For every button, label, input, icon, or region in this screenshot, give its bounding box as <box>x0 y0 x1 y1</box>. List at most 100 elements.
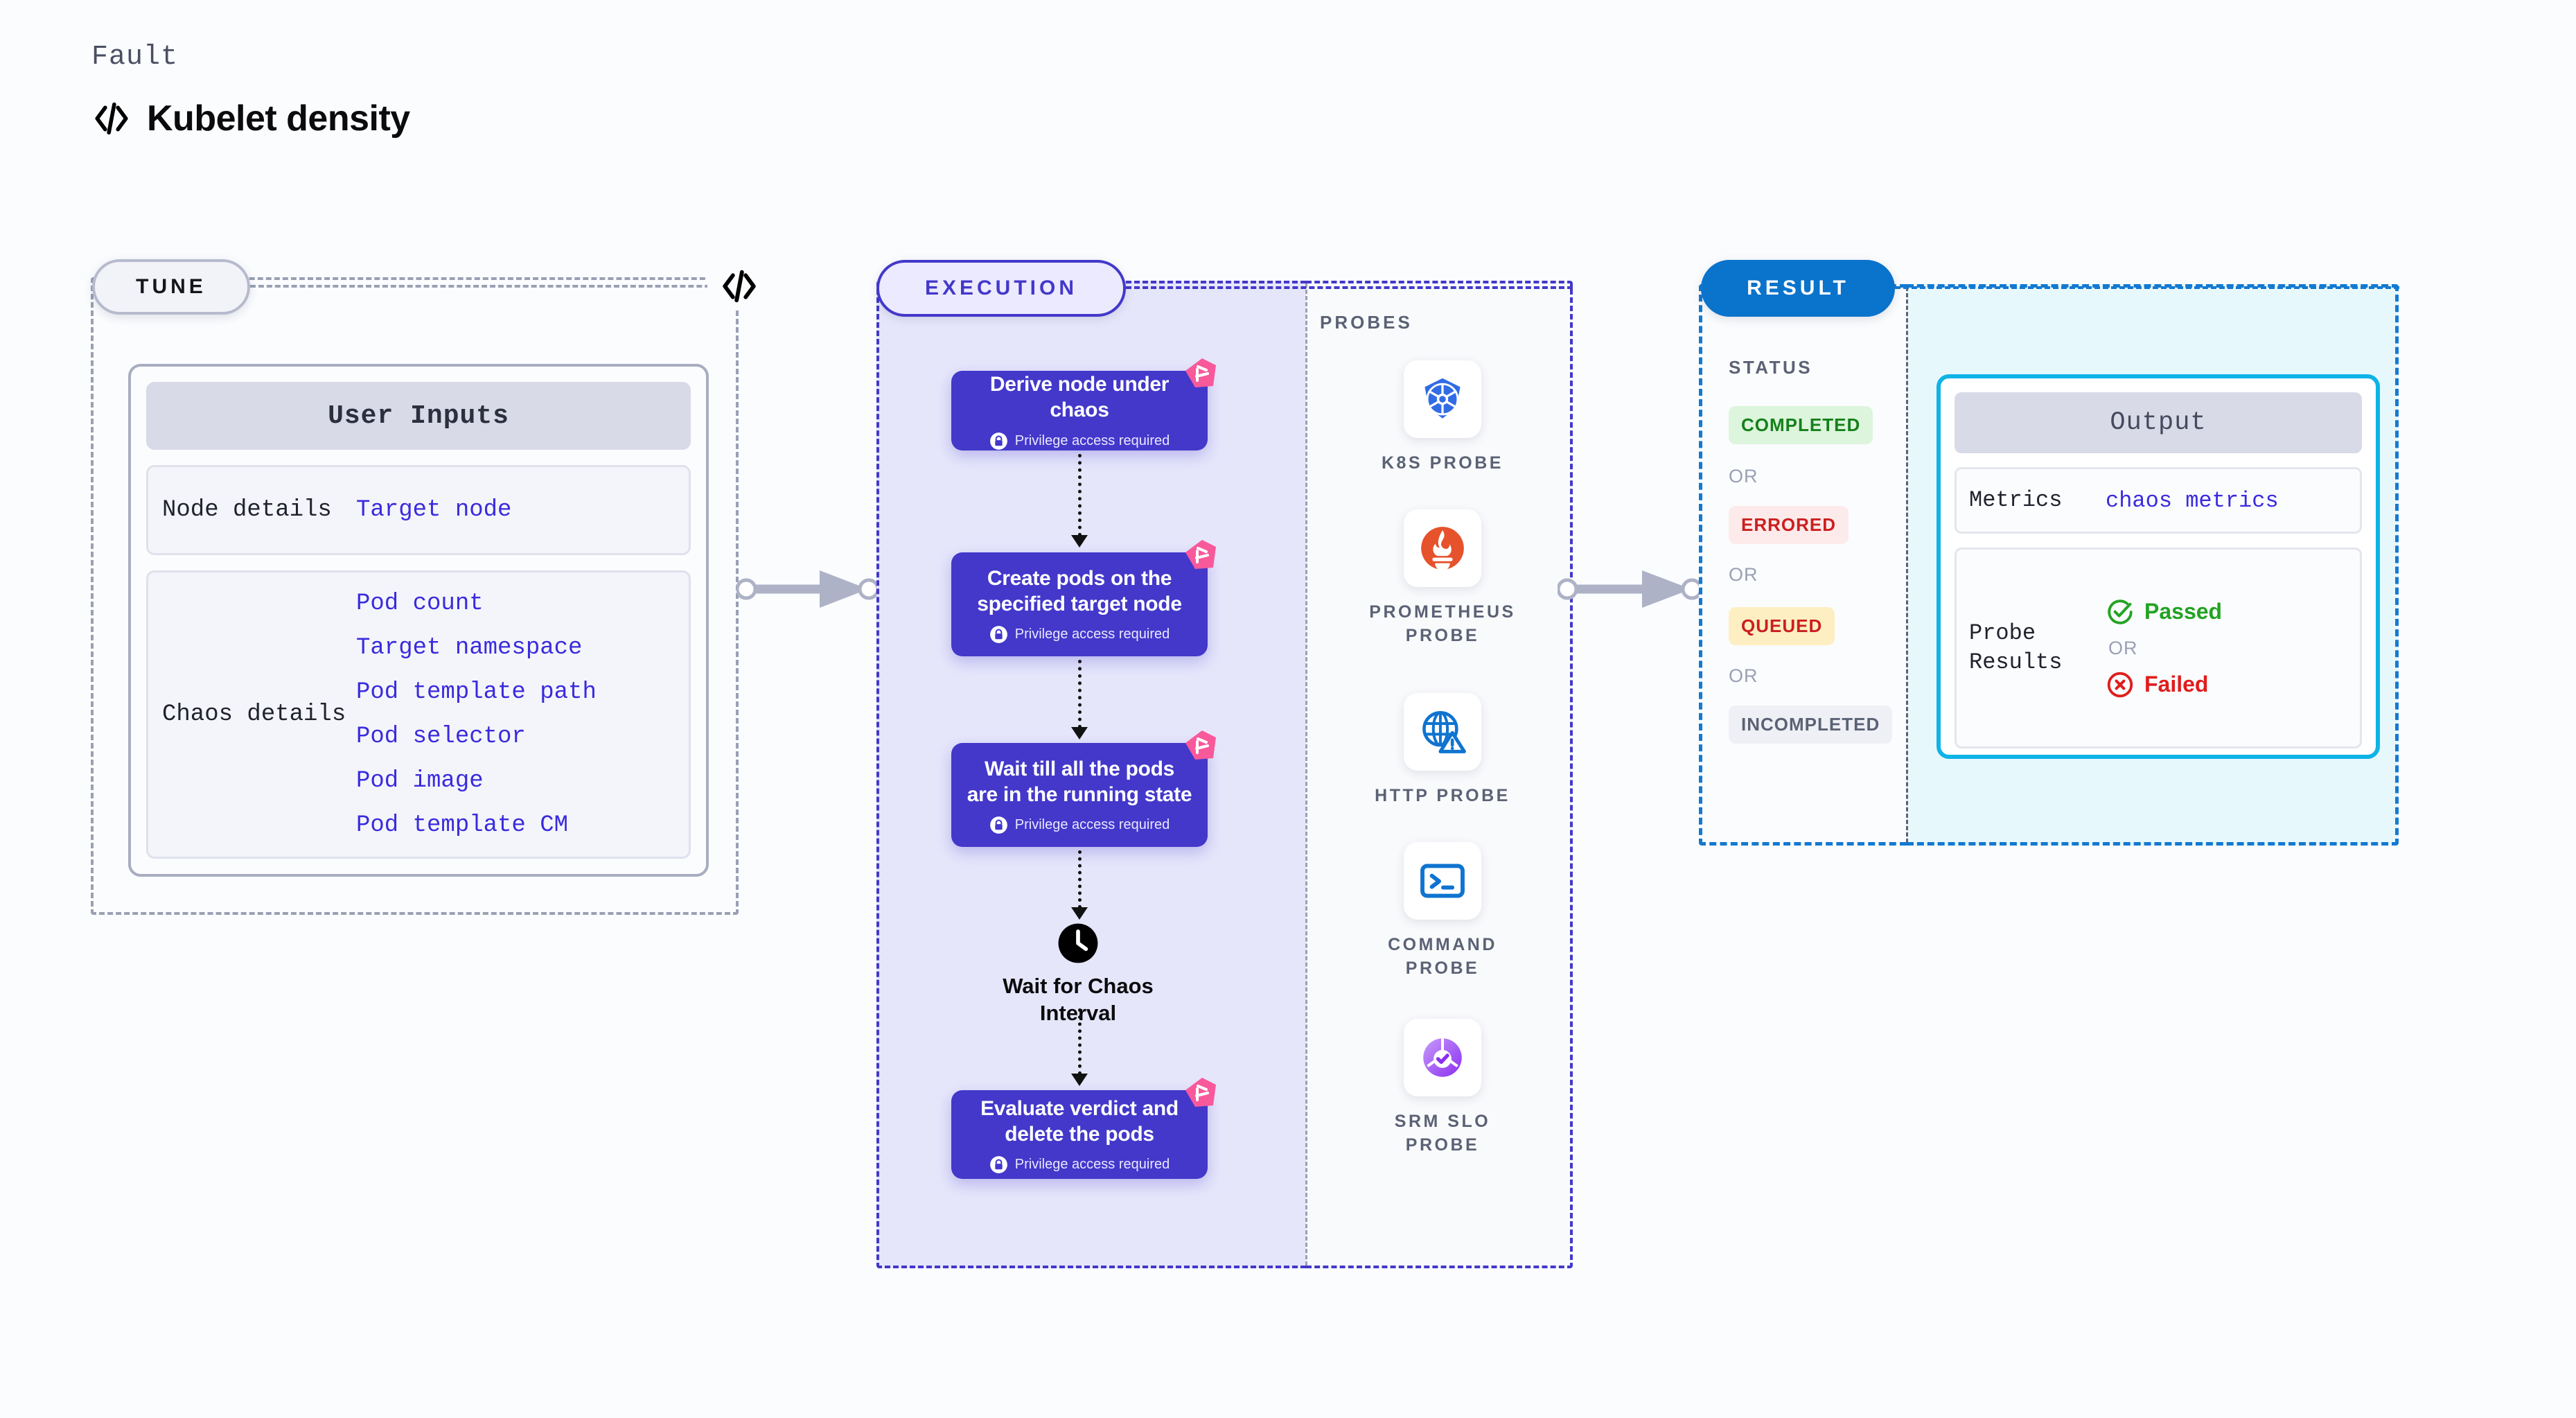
globe-warning-icon <box>1422 710 1466 753</box>
privilege-text: Privilege access required <box>1014 432 1170 448</box>
node-details-label: Node details <box>162 497 332 523</box>
input-value[interactable]: Target node <box>356 497 512 523</box>
status-badge: QUEUED <box>1729 607 1835 645</box>
tune-border-code-icon <box>707 262 771 310</box>
probes-divider <box>1305 283 1307 1266</box>
step-arrow <box>1071 850 1088 920</box>
execution-pill[interactable]: EXECUTION <box>876 260 1126 317</box>
failed-label: Failed <box>2144 672 2209 697</box>
step-privilege-note: Privilege access required <box>989 625 1170 644</box>
result-pill[interactable]: RESULT <box>1701 260 1895 317</box>
input-value[interactable]: Pod image <box>356 768 484 794</box>
probe-results-label: Probe Results <box>1969 620 2063 675</box>
step-title: Create pods on the specified target node <box>977 566 1182 615</box>
lock-icon <box>989 626 1007 644</box>
probe-verdicts: Passed OR Failed <box>2106 597 2222 699</box>
execution-step[interactable]: Evaluate verdict and delete the pods Pri… <box>951 1078 1216 1179</box>
result-region <box>1699 284 1907 846</box>
tune-pill[interactable]: TUNE <box>92 259 250 315</box>
user-inputs-header: User Inputs <box>146 382 691 450</box>
probe-item[interactable]: HTTP PROBE <box>1359 693 1526 808</box>
user-inputs-card: User Inputs Node details Target node Cha… <box>128 364 709 877</box>
step-privilege-note: Privilege access required <box>989 432 1170 450</box>
chaos-flag-icon <box>1185 1078 1216 1107</box>
fault-kicker: Fault <box>91 42 179 73</box>
input-value[interactable]: Target namespace <box>356 635 583 661</box>
terminal-icon <box>1420 864 1465 898</box>
chaos-flag-icon <box>1185 358 1216 387</box>
tune-leader-line <box>250 285 735 288</box>
probe-icon-box <box>1404 360 1481 438</box>
or-separator: OR <box>1729 564 1758 585</box>
node-details-values: Target node <box>356 497 689 523</box>
status-title: STATUS <box>1729 357 1813 378</box>
result-divider <box>1906 287 1908 843</box>
privilege-text: Privilege access required <box>1014 627 1170 642</box>
or-separator: OR <box>1729 665 1758 686</box>
probe-item[interactable]: PROMETHEUS PROBE <box>1359 509 1526 648</box>
input-value[interactable]: Pod count <box>356 590 484 617</box>
metrics-value[interactable]: chaos metrics <box>2106 487 2279 514</box>
verdict-passed: Passed <box>2106 597 2222 627</box>
input-value[interactable]: Pod template path <box>356 679 597 706</box>
status-badge: COMPLETED <box>1729 406 1873 444</box>
input-value[interactable]: Pod template CM <box>356 812 569 839</box>
step-arrow <box>1071 660 1088 739</box>
privilege-text: Privilege access required <box>1014 1157 1170 1173</box>
x-circle-icon <box>2107 672 2133 697</box>
chaos-details-group: Chaos details Pod count Target namespace… <box>146 570 691 859</box>
execution-step[interactable]: Create pods on the specified target node… <box>951 540 1216 656</box>
chaos-flag-icon <box>1185 730 1216 760</box>
prometheus-icon <box>1421 527 1464 571</box>
or-separator: OR <box>2108 637 2138 658</box>
input-value[interactable]: Pod selector <box>356 724 526 750</box>
lock-icon <box>989 432 1007 450</box>
page-header: Fault Kubelet density <box>91 42 410 139</box>
execution-step[interactable]: Wait till all the pods are in the runnin… <box>951 730 1216 847</box>
probe-label: K8S PROBE <box>1382 453 1503 473</box>
probes-title: PROBES <box>1320 312 1413 333</box>
step-privilege-note: Privilege access required <box>989 1155 1170 1174</box>
output-card: Output Metrics chaos metrics Probe Resul… <box>1937 374 2380 759</box>
privilege-text: Privilege access required <box>1014 817 1170 833</box>
probe-icon-box <box>1404 693 1481 771</box>
probe-icon-box <box>1404 842 1481 920</box>
execution-leader-line <box>1126 286 1573 289</box>
probe-item[interactable]: SRM SLO PROBE <box>1359 1019 1526 1157</box>
probe-item[interactable]: K8S PROBE <box>1359 360 1526 475</box>
chaos-details-label: Chaos details <box>162 701 346 728</box>
metrics-row: Metrics chaos metrics <box>1955 467 2362 534</box>
page-title: Kubelet density <box>147 98 410 139</box>
code-icon <box>723 270 756 303</box>
clock-icon <box>1058 923 1098 963</box>
verdict-failed: Failed <box>2106 670 2222 699</box>
node-details-group: Node details Target node <box>146 465 691 555</box>
status-badge: INCOMPLETED <box>1729 706 1893 744</box>
metrics-label: Metrics <box>1969 487 2063 514</box>
chaos-details-values: Pod count Target namespace Pod template … <box>356 590 689 839</box>
probe-item[interactable]: COMMAND PROBE <box>1359 842 1526 981</box>
step-title: Derive node under chaos <box>989 373 1170 421</box>
step-title: Wait till all the pods are in the runnin… <box>967 757 1192 806</box>
wait-for-chaos-interval: Wait for Chaos Interval <box>967 922 1189 1027</box>
code-icon <box>95 102 128 135</box>
probes-region <box>1306 281 1573 1268</box>
srm-slo-icon <box>1423 1038 1462 1077</box>
lock-icon <box>989 816 1007 834</box>
step-arrow <box>1071 1008 1088 1086</box>
connector-execution-to-result <box>1558 570 1702 608</box>
result-leader-line <box>1895 286 2399 289</box>
execution-step[interactable]: Derive node under chaos Privilege access… <box>951 358 1216 450</box>
output-header: Output <box>1955 392 2362 453</box>
connector-tune-to-execution <box>736 570 879 608</box>
wait-label: Wait for Chaos Interval <box>1003 974 1154 1025</box>
tune-region <box>91 277 739 915</box>
passed-label: Passed <box>2144 599 2223 624</box>
probe-label: SRM SLO PROBE <box>1394 1112 1491 1155</box>
step-privilege-note: Privilege access required <box>989 816 1170 834</box>
lock-icon <box>989 1156 1007 1174</box>
probe-label: COMMAND PROBE <box>1388 935 1497 978</box>
step-title: Evaluate verdict and delete the pods <box>980 1096 1179 1146</box>
chaos-flag-icon <box>1185 540 1216 569</box>
or-separator: OR <box>1729 466 1758 487</box>
